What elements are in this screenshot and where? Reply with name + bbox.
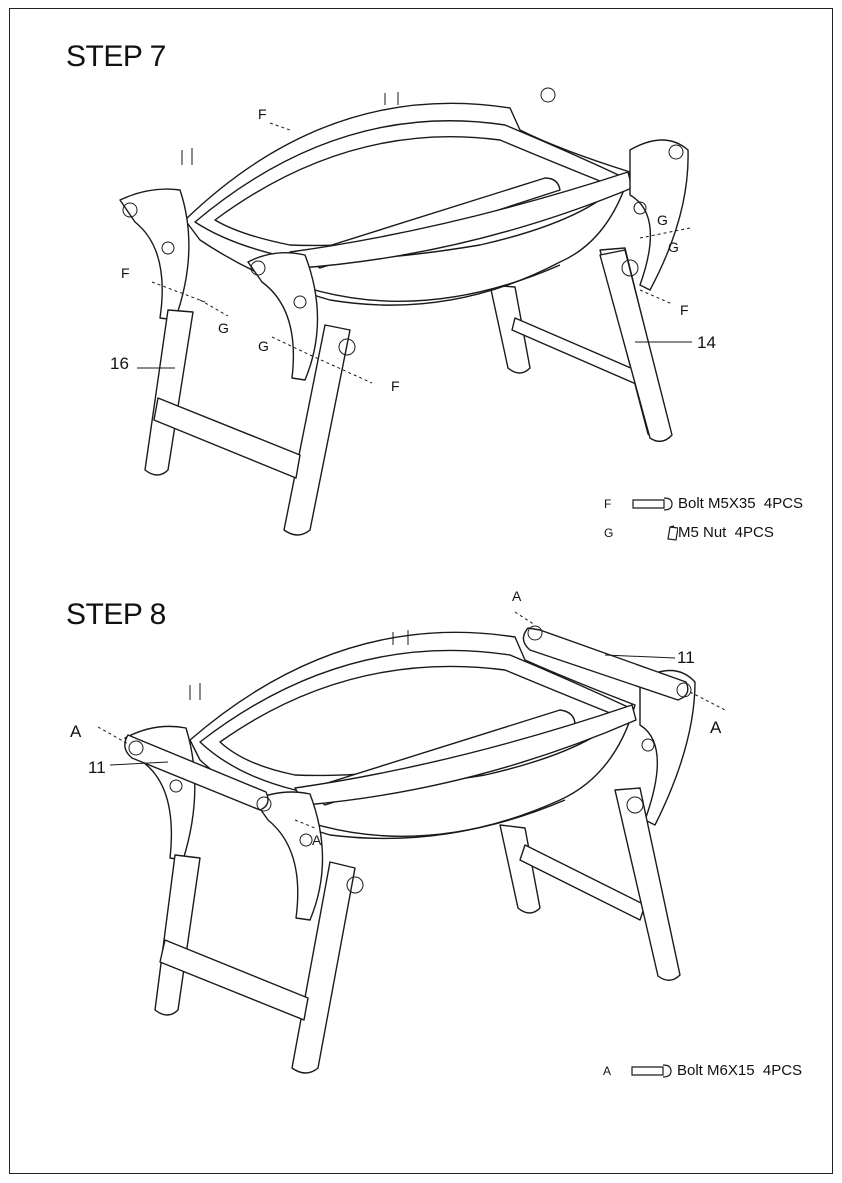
leg-16 bbox=[145, 310, 193, 475]
bolt-icon bbox=[629, 1063, 677, 1079]
page-border bbox=[9, 8, 833, 1174]
step7-callout-f2: F bbox=[121, 265, 130, 281]
leg-back-right bbox=[615, 788, 680, 980]
legend-letter: F bbox=[604, 496, 612, 511]
step7-title: STEP 7 bbox=[66, 40, 166, 73]
handle-right bbox=[523, 628, 687, 700]
legend-text: M5 Nut 4PCS bbox=[678, 524, 774, 541]
step8-callout-a1: A bbox=[512, 588, 522, 604]
bracket-center bbox=[254, 792, 323, 920]
step8-title: STEP 8 bbox=[66, 598, 166, 631]
step7-callout-f1: F bbox=[258, 106, 267, 122]
step8-callout-a3: A bbox=[312, 832, 322, 848]
step7-part-16-label: 16 bbox=[110, 354, 129, 373]
bracket-center bbox=[248, 253, 318, 380]
step7-callout-f3: F bbox=[391, 378, 400, 394]
leg-front-right bbox=[284, 325, 350, 535]
legend-letter: G bbox=[604, 525, 614, 540]
bracket-right bbox=[640, 670, 695, 825]
legend-text: Bolt M5X35 4PCS bbox=[678, 495, 804, 512]
leg-14 bbox=[600, 250, 672, 441]
front-panel bbox=[295, 705, 636, 805]
step7-callout-g3: G bbox=[657, 212, 668, 228]
leg-back-left bbox=[490, 285, 530, 373]
leg-back-left bbox=[500, 825, 540, 913]
crossbar-front bbox=[154, 398, 300, 478]
step7-legend-nut: G M5 Nut 4PCS bbox=[604, 524, 774, 541]
crossbar-back bbox=[520, 845, 645, 920]
bracket-left bbox=[120, 189, 189, 320]
legend-letter: A bbox=[603, 1063, 612, 1078]
legend-text: Bolt M6X15 4PCS bbox=[677, 1062, 803, 1079]
step7-callout-g2: G bbox=[258, 338, 269, 354]
crossbar-front bbox=[160, 940, 308, 1020]
step7-callout-g1: G bbox=[218, 320, 229, 336]
step8-callout-a2: A bbox=[70, 722, 82, 741]
bolt-icon bbox=[630, 496, 678, 512]
step7-callout-g4: G bbox=[668, 239, 679, 255]
bracket-right bbox=[630, 140, 688, 290]
nut-icon bbox=[630, 524, 679, 541]
step8-part-11-left-label: 11 bbox=[88, 758, 106, 777]
leg-front-left bbox=[155, 855, 200, 1015]
step7-legend-bolt: F Bolt M5X35 4PCS bbox=[604, 495, 803, 512]
step8-callout-a4: A bbox=[710, 718, 722, 737]
leg-front-right bbox=[292, 862, 355, 1073]
step8-legend-bolt: A Bolt M6X15 4PCS bbox=[603, 1062, 802, 1079]
step7-part-14-label: 14 bbox=[697, 333, 716, 352]
step7-callout-f4: F bbox=[680, 302, 689, 318]
step8-part-11-right-label: 11 bbox=[677, 648, 695, 667]
